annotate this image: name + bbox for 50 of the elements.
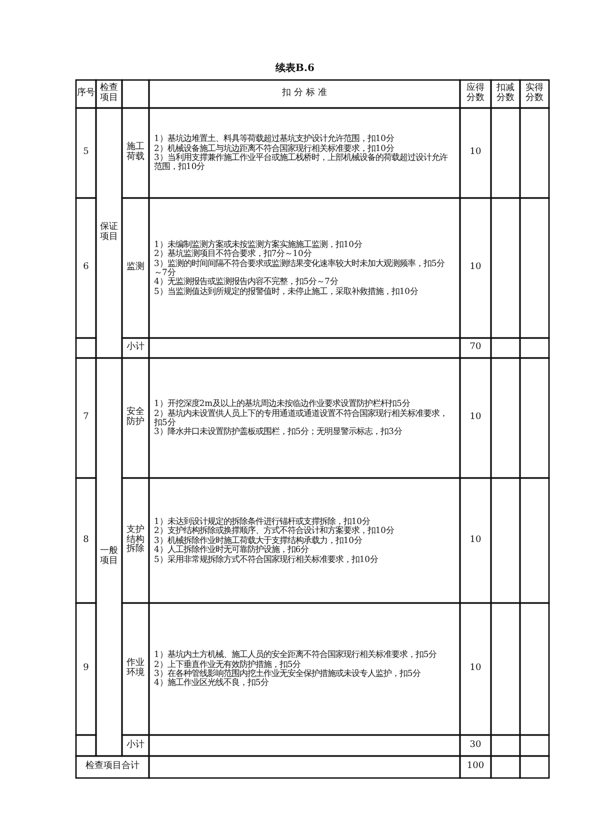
deduction-criterion: 1）开挖深度2m及以上的基坑周边未按临边作业要求设置防护栏杆扣5分 <box>154 399 411 408</box>
deduction-criterion: 5）采用非常规拆除方式不符合国家现行相关标准要求，扣10分 <box>154 554 379 564</box>
score-value: 10 <box>470 664 482 674</box>
deduction-criterion: 5）当监测值达到所规定的报警值时，未停止施工，采取补救措施，扣10分 <box>154 286 419 296</box>
deduction-criterion: 4）人工拆除作业时无可靠防护设施，扣6分 <box>154 545 309 554</box>
total-label: 检查项目合计 <box>86 762 140 772</box>
deduction-criterion: 1）基坑边堆置土、料具等荷载超过基坑支护设计允许范围，扣10分 <box>154 134 395 144</box>
deduction-criterion: 2）机械设备施工与坑边距离不符合国家现行相关标准要求，扣10分 <box>154 144 395 153</box>
deduction-criterion: 2）上下垂直作业无有效防护措施，扣5分 <box>154 660 302 669</box>
subtotal-label: 小计 <box>126 343 145 353</box>
deduction-criterion: 1）未达到设计规定的拆除条件进行锚杆或支撑拆除，扣10分 <box>154 516 371 526</box>
table-title: 续表B.6 <box>274 62 316 75</box>
row-number: 7 <box>83 413 89 423</box>
score-value: 10 <box>470 148 482 158</box>
deduction-criterion: 3）机械拆除作业时施工荷载大于支撑结构承载力，扣10分 <box>154 536 363 545</box>
deduction-criterion: 4）施工作业区光线不良，扣5分 <box>154 678 269 688</box>
subtotal-label: 小计 <box>126 740 145 750</box>
item-label: 施工荷载 <box>126 143 145 163</box>
category-label: 一般项目 <box>100 547 118 567</box>
item-label: 安全防护 <box>126 408 145 428</box>
row-number: 9 <box>83 664 89 674</box>
header-cell: 实得分数 <box>525 84 544 104</box>
score-value: 100 <box>466 762 484 772</box>
header-cell: 应得分数 <box>466 84 485 104</box>
deduction-criterion: 3）监测的时间间隔不符合要求或监测结果变化速率较大时未加大观测频率，扣5分～7分 <box>154 258 446 277</box>
item-label: 作业环境 <box>126 659 145 679</box>
deduction-criterion: 2）基坑监测项目不符合要求，扣7分～10分 <box>154 249 312 259</box>
row-number: 8 <box>83 536 89 546</box>
deduction-criterion: 1）基坑内土方机械、施工人员的安全距离不符合国家现行相关标准要求，扣5分 <box>154 650 438 660</box>
deduction-criterion: 3）当利用支撑兼作施工作业平台或施工栈桥时，上部机械设备的荷载超过设计允许范围，扣10分 <box>154 153 449 172</box>
score-value: 10 <box>470 263 482 273</box>
score-value: 10 <box>470 413 482 423</box>
row-number: 6 <box>83 263 89 273</box>
deduction-criterion: 3）降水井口未设置防护盖板或围栏，扣5分；无明显警示标志，扣3分 <box>154 427 403 437</box>
row-number: 5 <box>83 148 89 158</box>
deduction-criterion: 1）未编制监测方案或未按监测方案实施施工监测，扣10分 <box>154 240 363 249</box>
category-label: 保证项目 <box>100 223 118 243</box>
item-label: 支护结构拆除 <box>126 526 145 556</box>
header-cell: 序号 <box>76 89 96 99</box>
header-cell: 检查项目 <box>100 84 118 104</box>
score-value: 10 <box>470 536 482 546</box>
header-cell: 扣减分数 <box>496 84 515 104</box>
deduction-criterion: 3）在各种管线影响范围内挖土作业无安全保护措施或未设专人监护，扣5分 <box>154 669 422 678</box>
item-label: 监测 <box>126 263 145 273</box>
deduction-criterion: 4）无监测报告或监测报告内容不完整，扣5分～7分 <box>154 277 339 286</box>
header-cell: 扣 分 标 准 <box>282 89 327 99</box>
deduction-criterion: 2）支护结构拆除或换撑顺序、方式不符合设计和方案要求，扣10分 <box>154 526 395 536</box>
deduction-criterion: 2）基坑内未设置供人员上下的专用通道或通道设置不符合国家现行相关标准要求，扣5分 <box>154 408 448 427</box>
score-value: 70 <box>470 343 482 353</box>
score-value: 30 <box>470 740 482 750</box>
